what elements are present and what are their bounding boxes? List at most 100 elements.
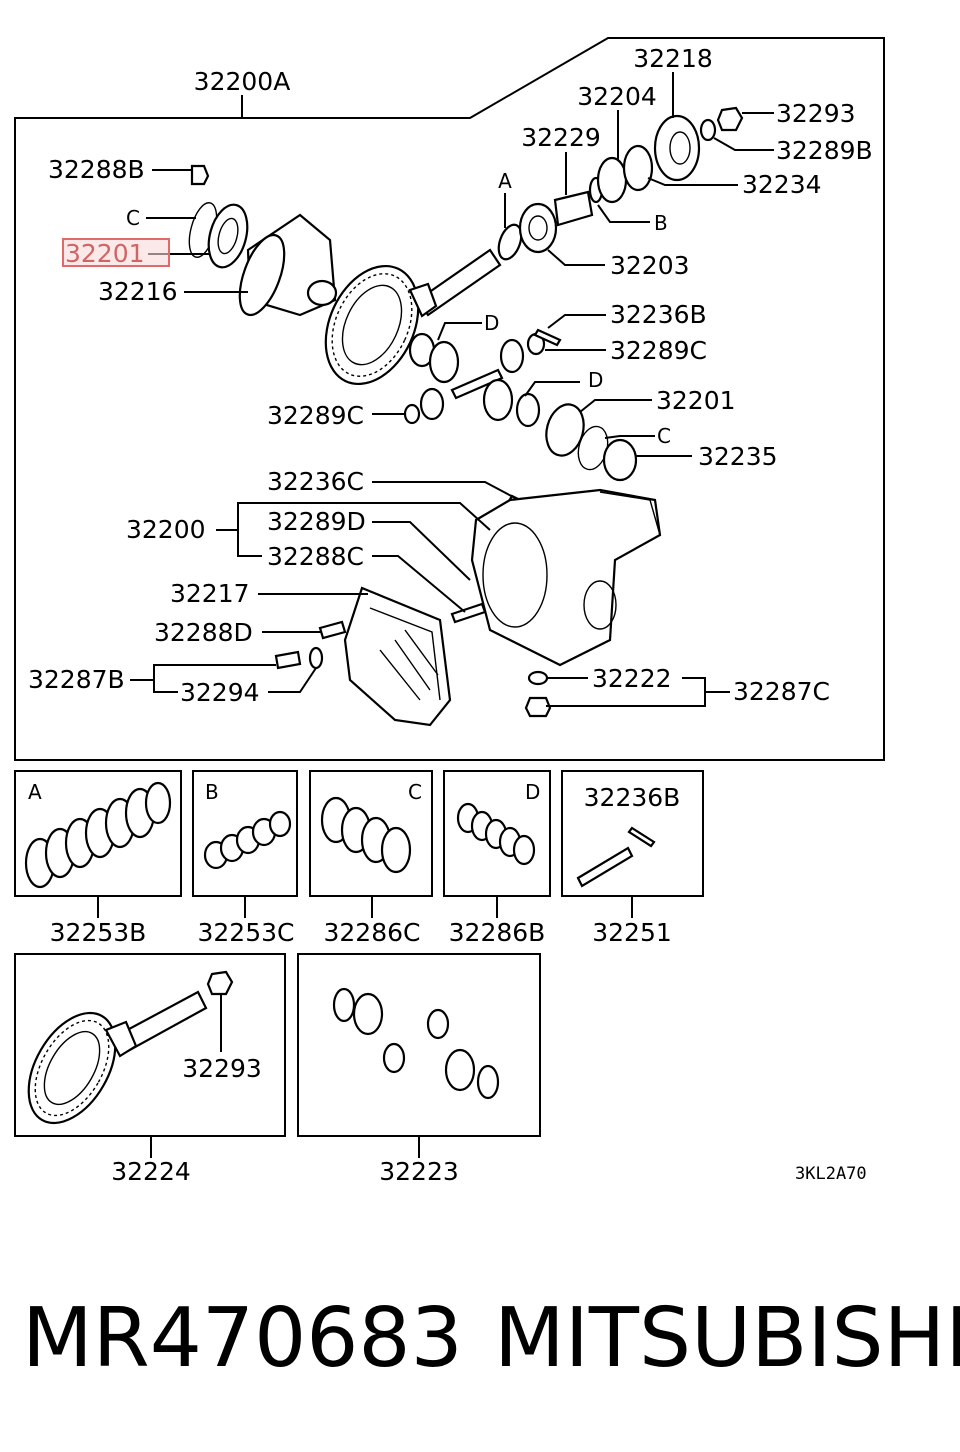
kit-b-letter: B <box>205 780 219 804</box>
bearing-32204 <box>596 156 628 204</box>
label-d-top: D <box>484 311 499 335</box>
bearing-32203 <box>518 202 558 254</box>
gasket-32222 <box>527 670 549 686</box>
brand-name: MITSUBISHI <box>494 1291 960 1386</box>
label-32288D: 32288D <box>154 618 253 647</box>
washer-32289C-left <box>403 403 421 425</box>
main-frame <box>14 37 885 761</box>
diff-gear-code: 32223 <box>379 1157 459 1186</box>
nut-32293 <box>716 106 744 132</box>
diff-pinion-bottom <box>382 1042 406 1074</box>
leader-lines <box>130 72 774 707</box>
label-c-mid: C <box>657 424 671 448</box>
kit-d-letter: D <box>525 780 540 804</box>
label-32287B: 32287B <box>28 665 125 694</box>
kit-c: C 32286C <box>309 770 433 947</box>
label-32293: 32293 <box>776 99 856 128</box>
kit-e-label: 32236B <box>584 783 681 812</box>
label-32200: 32200 <box>126 515 206 544</box>
label-32289C-right: 32289C <box>610 336 707 365</box>
label-b-top: B <box>654 211 668 235</box>
label-32236B: 32236B <box>610 300 707 329</box>
differential-cover <box>343 586 452 727</box>
gear-set-ring-gear <box>27 1011 117 1125</box>
label-32201-highlighted: 32201 <box>65 239 145 268</box>
pinion-shaft <box>450 368 504 400</box>
label-a-top: A <box>498 169 512 193</box>
label-32236C: 32236C <box>267 467 364 496</box>
diff-pinion-top <box>426 1008 450 1040</box>
diff-washer-left <box>332 987 356 1023</box>
callout-labels: 32200A 32218 32204 32293 32229 32289B 32… <box>28 44 873 707</box>
kit-d: D 32286B <box>443 770 551 947</box>
highlighted-part-box <box>62 238 170 267</box>
label-32204: 32204 <box>577 82 657 111</box>
bearing-32201-right <box>545 403 585 457</box>
label-32200A: 32200A <box>194 67 291 96</box>
part-drawings <box>188 106 744 727</box>
pinion-gear-bottom <box>419 387 445 421</box>
pin-32236B <box>533 328 562 347</box>
diff-side-gear-right <box>444 1048 476 1092</box>
side-gear-right <box>482 378 514 422</box>
label-32217: 32217 <box>170 579 250 608</box>
kit-a-code: 32253B <box>50 918 147 947</box>
shim-a <box>497 223 523 261</box>
bolt-32288D <box>318 620 347 640</box>
label-32222: 32222 <box>592 664 672 693</box>
label-32235: 32235 <box>698 442 778 471</box>
label-c-top: C <box>126 206 140 230</box>
label-32201-right: 32201 <box>656 386 736 415</box>
kit-c-code: 32286C <box>324 918 421 947</box>
kit-e-code: 32251 <box>592 918 672 947</box>
plug-32287C <box>524 696 552 718</box>
thrust-washer-d-right <box>515 392 541 428</box>
kit-b: B 32253C <box>192 770 298 947</box>
bearing-32201-left <box>207 203 249 269</box>
kit-d-code: 32286B <box>449 918 546 947</box>
label-32203: 32203 <box>610 251 690 280</box>
gear-set-nut <box>206 970 234 996</box>
label-32289B: 32289B <box>776 136 873 165</box>
label-32234: 32234 <box>742 170 822 199</box>
kit-b-code: 32253C <box>198 918 295 947</box>
label-32288B: 32288B <box>48 155 145 184</box>
label-32216: 32216 <box>98 277 178 306</box>
label-32229: 32229 <box>521 123 601 152</box>
companion-flange <box>653 114 701 182</box>
part-number: MR470683 <box>22 1291 463 1386</box>
kit-a-letter: A <box>28 780 42 804</box>
washer-32289B <box>699 118 717 142</box>
collapsible-spacer <box>553 190 594 227</box>
kit-e-shaft <box>576 846 634 888</box>
bolt-32288C <box>450 602 487 624</box>
label-32294: 32294 <box>180 678 260 707</box>
diff-side-gear-left <box>352 992 384 1036</box>
label-32218: 32218 <box>633 44 713 73</box>
gear-set-box: 32293 32224 <box>14 953 286 1186</box>
oil-seal-32234 <box>622 144 654 192</box>
ring-gear <box>324 264 420 386</box>
breather-plug <box>190 164 210 186</box>
oil-seal-32235 <box>602 438 638 482</box>
gear-set-nut-label: 32293 <box>182 1054 262 1083</box>
drawing-code: 3KL2A70 <box>795 1164 867 1184</box>
kit-c-letter: C <box>408 780 422 804</box>
label-32287C: 32287C <box>733 677 830 706</box>
kit-e-pin <box>627 826 656 848</box>
diff-gear-frame <box>297 953 541 1137</box>
label-32289C-left: 32289C <box>267 401 364 430</box>
kit-e: 32236B 32251 <box>561 770 704 947</box>
kit-a-shims <box>24 781 172 889</box>
label-d-mid: D <box>588 368 603 392</box>
plug-32287B <box>274 650 302 670</box>
kit-c-rings <box>320 796 412 874</box>
gasket-32294 <box>308 646 324 670</box>
diff-gear-box: 32223 <box>297 953 541 1186</box>
gear-set-code: 32224 <box>111 1157 191 1186</box>
side-gear-left <box>428 340 460 384</box>
kit-d-washers <box>456 802 536 866</box>
label-32288C: 32288C <box>267 542 364 571</box>
